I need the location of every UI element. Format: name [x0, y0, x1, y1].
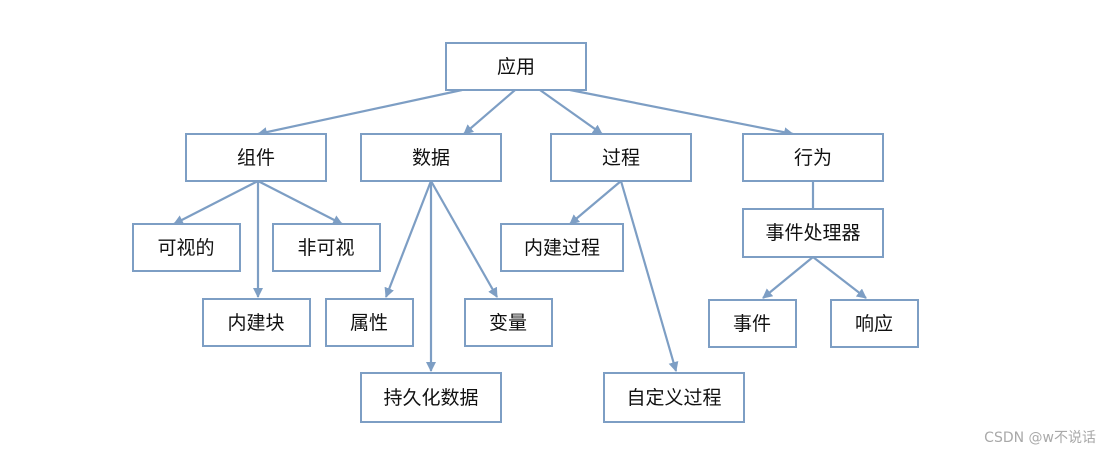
node-behavior: 行为: [742, 133, 884, 182]
edge-components-visible: [173, 180, 259, 225]
node-visible-label: 可视的: [157, 237, 214, 259]
edge-components-nonvisible: [257, 180, 343, 225]
node-data-label: 数据: [412, 147, 450, 169]
node-event: 事件: [708, 299, 797, 348]
node-response-label: 响应: [855, 313, 893, 335]
node-builtin-blocks: 内建块: [202, 298, 311, 347]
node-event-box: [708, 299, 797, 348]
node-components-label: 组件: [237, 147, 275, 169]
node-variables-box: [464, 298, 553, 347]
node-app-box: [445, 42, 587, 91]
edge-app-procedures: [539, 89, 603, 135]
edge-procedures-builtin: [569, 180, 622, 225]
node-nonvisible-label: 非可视: [297, 237, 354, 259]
node-procedures-label: 过程: [602, 147, 640, 169]
node-behavior-label: 行为: [794, 147, 832, 169]
node-properties-label: 属性: [350, 312, 388, 334]
node-variables: 变量: [464, 298, 553, 347]
edge-app-behavior: [569, 88, 794, 138]
node-event-handler-label: 事件处理器: [765, 222, 860, 244]
node-builtin-blocks-box: [202, 298, 311, 347]
node-properties: 属性: [325, 298, 414, 347]
node-builtin-blocks-label: 内建块: [227, 312, 284, 334]
node-visible: 可视的: [132, 223, 241, 272]
edge-data-properties: [384, 180, 433, 298]
node-builtin-procedures-label: 内建过程: [524, 237, 600, 259]
edge-procedures-custom: [619, 180, 679, 372]
node-data: 数据: [360, 133, 502, 182]
node-nonvisible: 非可视: [272, 223, 381, 272]
node-event-handler: 事件处理器: [742, 208, 884, 258]
node-app: 应用: [445, 42, 587, 91]
node-builtin-procedures: 内建过程: [500, 223, 624, 272]
node-components-box: [185, 133, 327, 182]
node-persistent-data-label: 持久化数据: [383, 387, 478, 409]
node-procedures: 过程: [550, 133, 692, 182]
node-components: 组件: [185, 133, 327, 182]
edge-app-components: [257, 88, 463, 137]
node-behavior-box: [742, 133, 884, 182]
node-persistent-data: 持久化数据: [360, 372, 502, 423]
edge-data-variables: [430, 180, 498, 298]
node-properties-box: [325, 298, 414, 347]
edge-handler-response: [812, 256, 867, 299]
edge-app-data: [463, 89, 516, 135]
node-procedures-box: [550, 133, 692, 182]
node-custom-procedures-label: 自定义过程: [626, 387, 721, 409]
node-variables-label: 变量: [489, 312, 527, 334]
node-custom-procedures: 自定义过程: [603, 372, 745, 423]
edge-handler-event: [762, 256, 814, 299]
node-builtin-procedures-box: [500, 223, 624, 272]
node-response: 响应: [830, 299, 919, 348]
node-event-label: 事件: [733, 313, 771, 335]
node-persistent-data-box: [360, 372, 502, 423]
node-data-box: [360, 133, 502, 182]
node-response-box: [830, 299, 919, 348]
node-event-handler-box: [742, 208, 884, 258]
node-custom-procedures-box: [603, 372, 745, 423]
node-nonvisible-box: [272, 223, 381, 272]
node-visible-box: [132, 223, 241, 272]
node-app-label: 应用: [497, 56, 535, 78]
watermark: CSDN @w不说话: [984, 430, 1096, 446]
edges: [173, 88, 867, 372]
